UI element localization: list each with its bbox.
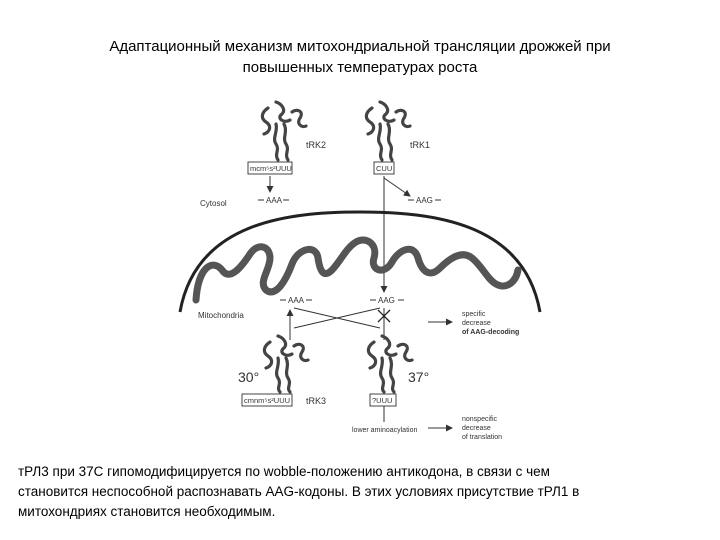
trk3-right-anticodon-box <box>369 393 397 407</box>
blocked-decoding-mark <box>377 309 391 323</box>
trk1-anticodon-label: CUU <box>376 164 392 173</box>
cytosol-aaa-label: AAA <box>266 196 283 205</box>
caption-line-2: становится неспособной распознавать AAG-… <box>18 484 580 499</box>
nonspecific-label-2: decrease <box>462 425 491 432</box>
mitochondria-label: Mitochondria <box>198 311 244 320</box>
mitochondrion-outer-membrane <box>178 210 542 313</box>
slide-caption: тРЛ3 при 37С гипомодифицируется по wobbl… <box>18 462 708 522</box>
trk3-left-anticodon-box <box>241 393 293 407</box>
cytosol-label: Cytosol <box>200 199 227 208</box>
temp-37-label: 37° <box>408 369 429 385</box>
cytosol-aag-label: AAG <box>416 196 433 205</box>
nonspecific-label-3: of translation <box>462 434 502 441</box>
title-line-1: Адаптационный механизм митохондриальной … <box>109 38 611 55</box>
trk1-to-aag-arrow <box>383 177 411 197</box>
nonspecific-label-1: nonspecific <box>462 416 498 423</box>
trk3-left-trna-structure <box>262 334 310 394</box>
trk1-anticodon-box <box>373 161 395 175</box>
lower-aminoacylation-label: lower aminoacylation <box>352 427 417 434</box>
trk2-anticodon-box <box>247 161 293 175</box>
trk2-trna-structure <box>260 100 308 162</box>
trk2-anticodon-label: mcm⁵s²UUU <box>250 164 292 173</box>
trk1-trna-structure <box>364 100 412 162</box>
trk1-label: tRK1 <box>410 140 430 150</box>
mitochondrion-inner-membrane <box>192 236 522 304</box>
mito-aag-label: AAG <box>378 296 395 305</box>
caption-line-1: тРЛ3 при 37С гипомодифицируется по wobbl… <box>18 464 550 479</box>
specific-label-3: of AAG-decoding <box>462 329 519 336</box>
specific-label-2: decrease <box>462 320 491 327</box>
temp-30-label: 30° <box>238 369 259 385</box>
cross-line-2 <box>293 307 381 329</box>
trk3-label: tRK3 <box>306 396 326 406</box>
title-line-2: повышенных температурах роста <box>242 59 478 76</box>
specific-label-1: specific <box>462 311 486 318</box>
trk3-left-anticodon-label: cmnm⁵s²UUU <box>244 396 290 405</box>
trk2-label: tRK2 <box>306 140 326 150</box>
caption-line-3: митохондриях становится необходимым. <box>18 504 276 519</box>
slide-title: Адаптационный механизм митохондриальной … <box>40 36 680 78</box>
trk3-right-anticodon-label: ?UUU <box>372 396 392 405</box>
trk3-right-trna-structure <box>366 334 414 394</box>
mito-aaa-label: AAA <box>288 296 305 305</box>
